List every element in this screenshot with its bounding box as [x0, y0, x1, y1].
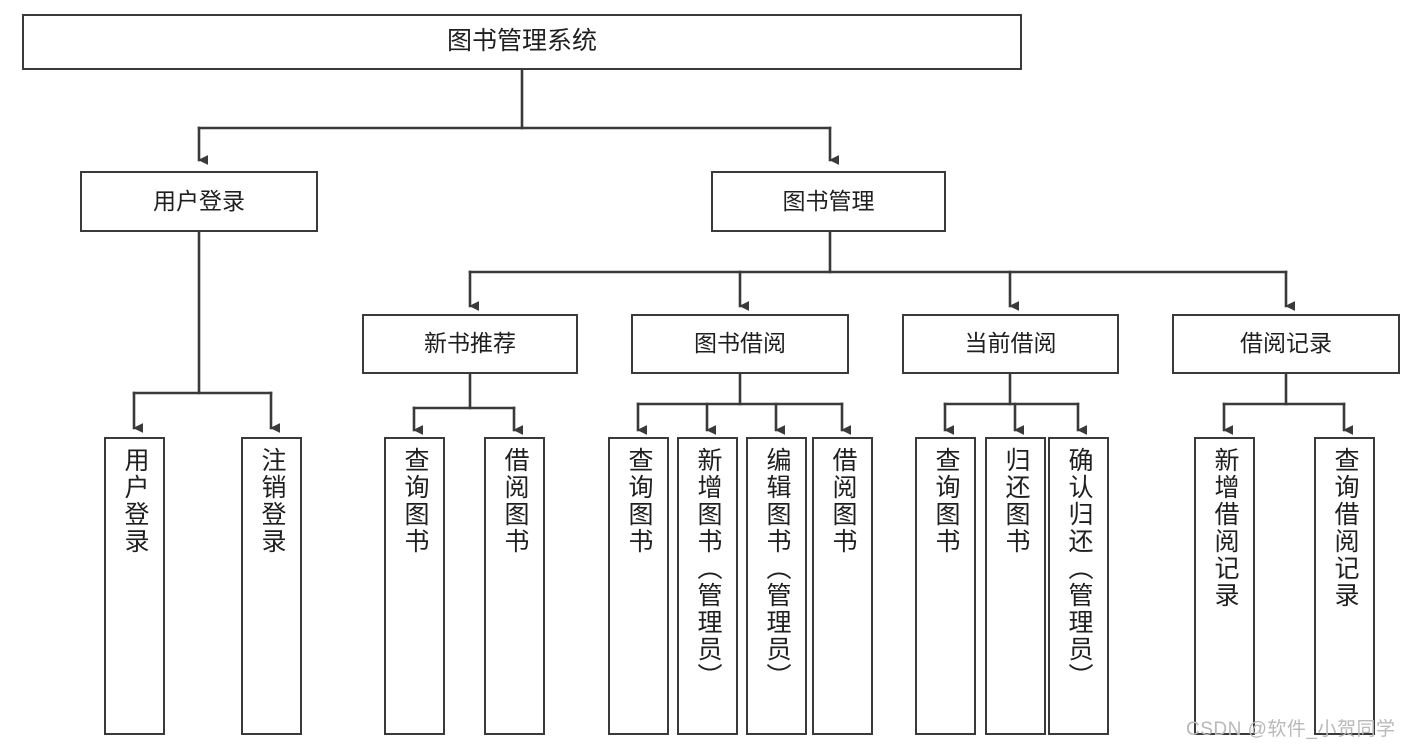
node-leaf-query-book-2-label: 查询图书: [625, 447, 653, 555]
node-leaf-user-login-label: 用户登录: [121, 447, 149, 555]
node-root-label: 图书管理系统: [446, 27, 597, 56]
node-leaf-user-login[interactable]: 用户登录: [104, 437, 165, 735]
node-leaf-query-book-1-label: 查询图书: [401, 447, 429, 555]
node-root[interactable]: 图书管理系统: [22, 14, 1022, 70]
node-leaf-confirm-return-label: 确认归还（管理员）: [1065, 447, 1093, 690]
node-book-manage-label: 图书管理: [782, 187, 875, 214]
node-leaf-logout-login[interactable]: 注销登录: [241, 437, 302, 735]
node-leaf-query-book-2[interactable]: 查询图书: [608, 437, 669, 735]
node-current-borrow[interactable]: 当前借阅: [902, 314, 1119, 374]
node-leaf-query-book-1[interactable]: 查询图书: [384, 437, 445, 735]
node-leaf-add-record[interactable]: 新增借阅记录: [1194, 437, 1255, 735]
node-current-borrow-label: 当前借阅: [964, 330, 1057, 357]
node-leaf-edit-book[interactable]: 编辑图书（管理员）: [746, 437, 807, 735]
node-leaf-edit-book-label: 编辑图书（管理员）: [763, 447, 791, 690]
node-leaf-borrow-book-2[interactable]: 借阅图书: [812, 437, 873, 735]
node-leaf-query-book-3-label: 查询图书: [932, 447, 960, 555]
node-leaf-borrow-book-1-label: 借阅图书: [501, 447, 529, 555]
node-leaf-return-book-label: 归还图书: [1002, 447, 1030, 555]
node-new-book-recommend-label: 新书推荐: [424, 330, 516, 357]
node-leaf-add-book[interactable]: 新增图书（管理员）: [677, 437, 738, 735]
node-leaf-query-record[interactable]: 查询借阅记录: [1314, 437, 1375, 735]
node-borrow-record[interactable]: 借阅记录: [1172, 314, 1400, 374]
node-leaf-logout-login-label: 注销登录: [258, 447, 286, 555]
node-leaf-query-record-label: 查询借阅记录: [1331, 447, 1359, 609]
node-book-borrow[interactable]: 图书借阅: [631, 314, 849, 374]
node-new-book-recommend[interactable]: 新书推荐: [362, 314, 578, 374]
node-book-manage[interactable]: 图书管理: [711, 171, 946, 232]
node-leaf-confirm-return[interactable]: 确认归还（管理员）: [1048, 437, 1109, 735]
node-leaf-add-record-label: 新增借阅记录: [1211, 447, 1239, 609]
node-leaf-borrow-book-2-label: 借阅图书: [829, 447, 857, 555]
node-leaf-return-book[interactable]: 归还图书: [985, 437, 1046, 735]
node-leaf-query-book-3[interactable]: 查询图书: [915, 437, 976, 735]
csdn-watermark: CSDN @软件_小贺同学: [1186, 719, 1396, 740]
node-user-login[interactable]: 用户登录: [80, 171, 318, 232]
node-leaf-add-book-label: 新增图书（管理员）: [694, 447, 722, 690]
node-leaf-borrow-book-1[interactable]: 借阅图书: [484, 437, 545, 735]
node-user-login-label: 用户登录: [153, 187, 245, 214]
node-book-borrow-label: 图书借阅: [694, 330, 786, 357]
node-borrow-record-label: 借阅记录: [1240, 330, 1332, 357]
